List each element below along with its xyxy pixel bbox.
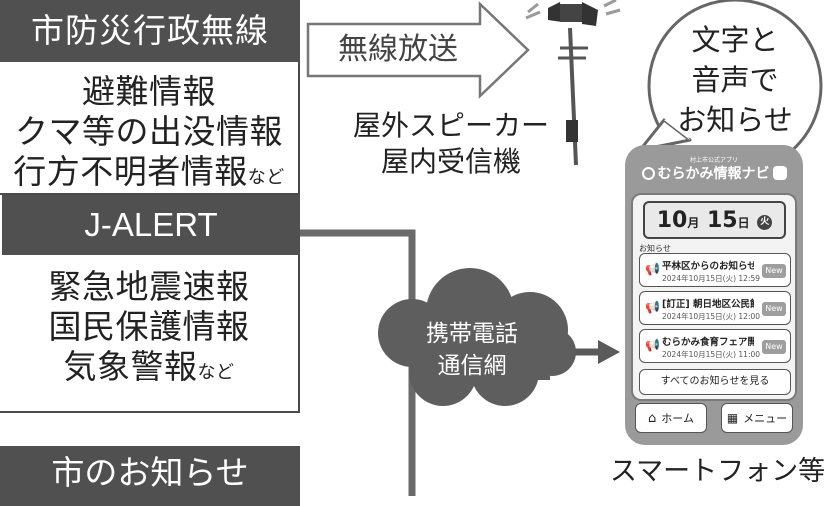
disaster-item-3: 行方不明者情報など [13,152,285,191]
notice-date: 2024年10月15日(火) 11:00 [662,350,761,359]
home-button[interactable]: ⌂ ホーム [635,403,707,433]
megaphone-icon: 📢 [645,338,660,352]
notice-date: 2024年10月15日(火) 12:59 [662,274,761,283]
notice-item[interactable]: 📢 むらかみ食育フェア開催… 2024年10月15日(火) 11:00 New [639,329,791,363]
bubble-line-1: 文字と [691,23,779,57]
speaker-tower-icon [525,0,621,166]
network-line-2: 通信網 [437,353,507,379]
megaphone-icon: 📢 [645,262,660,276]
new-badge: New [762,340,786,354]
jalert-connector [300,229,416,496]
broadcast-arrow [306,1,530,99]
jalert-item-2: 国民保護情報 [48,307,250,346]
notice-date: 2024年10月15日(火) 12:00 [662,312,761,321]
app-logo-icon [641,167,655,180]
disaster-item-2: クマ等の出没情報 [15,112,283,151]
bubble-text: 文字と 音声で お知らせ [660,20,810,140]
jalert-item-3: 気象警報など [63,347,235,386]
app-header: 村上市公式アプリ むらかみ情報ナビ [625,157,803,183]
notices-section-label: お知らせ [639,244,671,253]
notice-item[interactable]: 📢 [訂正] 朝日地区公民館「… 2024年10月15日(火) 12:00 Ne… [639,291,791,325]
app-title: むらかみ情報ナビ [625,165,803,183]
bubble-line-3: お知らせ [677,103,793,137]
notice-title: 平林区からのお知らせ [662,261,754,272]
notice-title: むらかみ食育フェア開催… [662,337,754,348]
app-screen: 10月 15日 火 お知らせ 📢 平林区からのお知らせ 2024年10月15日(… [631,193,797,401]
smartphone-caption: スマートフォン等 [609,456,826,487]
date-display: 10月 15日 火 [643,201,786,239]
jalert-content: 緊急地震速報 国民保護情報 気象警報など [0,255,300,413]
outdoor-speaker-label: 屋外スピーカー [352,109,549,142]
disaster-radio-header: 市防災行政無線 [0,0,300,62]
jalert-header: J-ALERT [2,195,300,255]
network-label: 携帯電話 通信網 [412,318,532,382]
app-subtitle: 村上市公式アプリ [689,157,738,164]
megaphone-icon: 📢 [645,300,660,314]
cloud-shape [378,268,576,406]
disaster-radio-content: 避難情報 クマ等の出没情報 行方不明者情報など [0,62,300,195]
smartphone-frame: 村上市公式アプリ むらかみ情報ナビ 10月 15日 火 お知らせ 📢 平林区から… [625,145,803,445]
grid-menu-icon: ▦ [726,411,739,425]
network-to-phone-arrowhead [598,340,620,364]
broadcast-label: 無線放送 [338,32,458,67]
speaker-labels: 屋外スピーカー 屋内受信機 [336,108,566,180]
disaster-item-1: 避難情報 [82,72,216,111]
jalert-item-1: 緊急地震速報 [48,267,250,306]
city-notice-header: 市のお知らせ [0,446,300,506]
notice-item[interactable]: 📢 平林区からのお知らせ 2024年10月15日(火) 12:59 New [639,253,791,287]
home-icon: ⌂ [648,410,657,426]
bubble-line-2: 音声で [691,63,779,97]
notice-title: [訂正] 朝日地区公民館「… [662,299,754,310]
new-badge: New [762,302,786,316]
mascot-icon [772,166,787,180]
indoor-receiver-label: 屋内受信機 [380,145,521,178]
weekday-badge: 火 [757,215,773,230]
network-line-1: 携帯電話 [426,321,518,347]
menu-button[interactable]: ▦ メニュー [721,403,793,433]
new-badge: New [762,264,786,278]
see-all-notices-button[interactable]: すべてのお知らせを見る [639,369,791,395]
